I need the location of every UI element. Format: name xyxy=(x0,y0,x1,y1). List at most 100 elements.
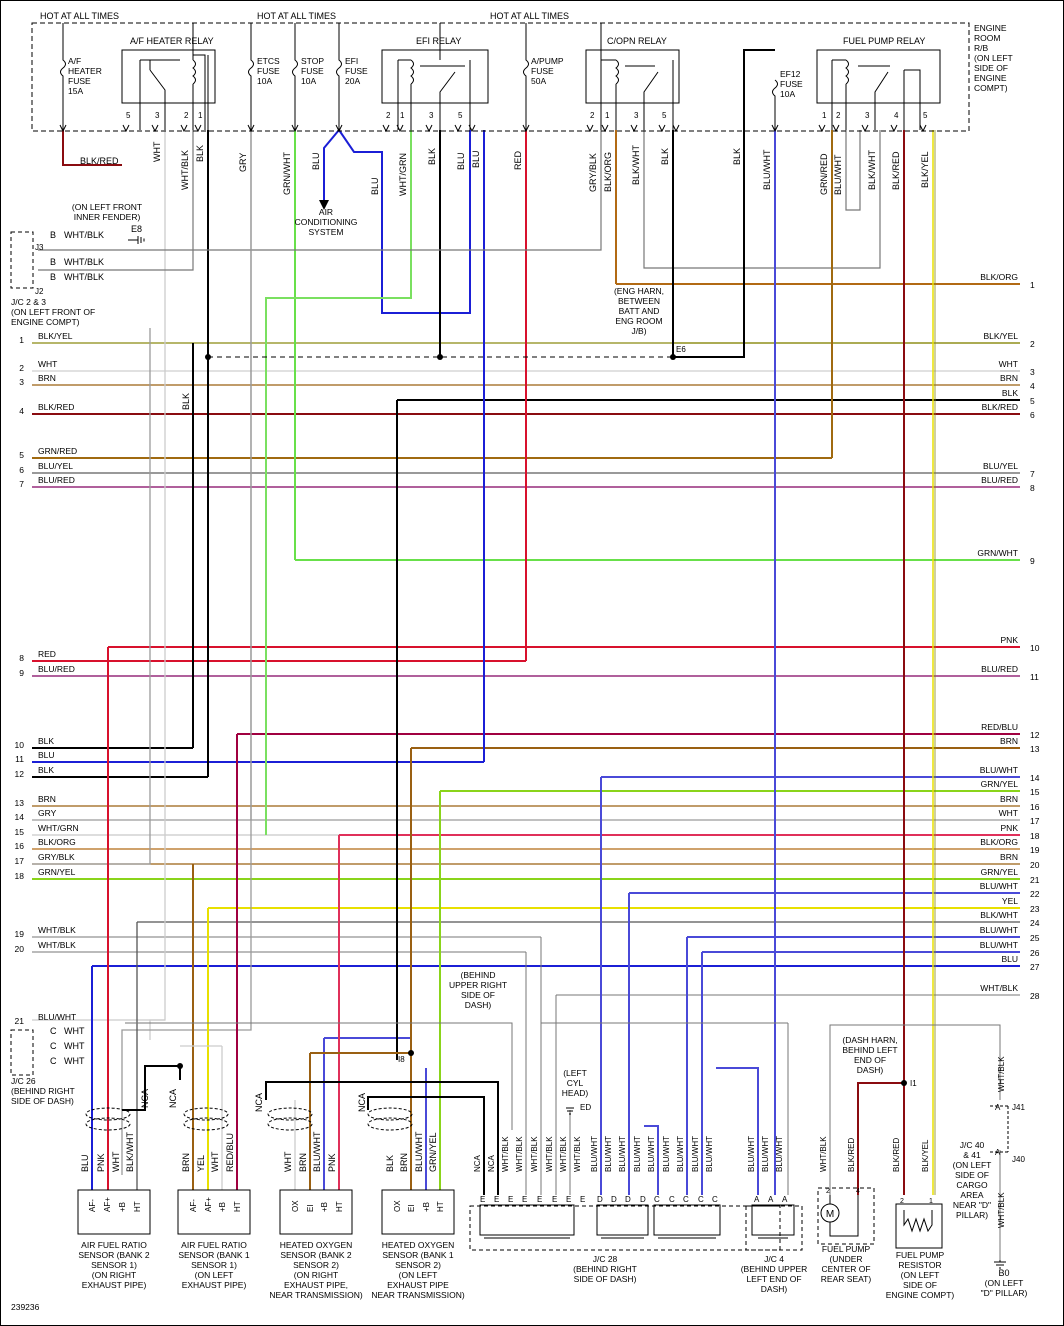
sensor4-wire-3: GRN/YEL xyxy=(428,1132,438,1172)
nca-label-3: NCA xyxy=(254,1093,264,1112)
sensor2-pin-2: +B xyxy=(218,1202,227,1212)
sensor4-label-3: (ON LEFT xyxy=(399,1270,438,1280)
jc40-label-7: PILLAR) xyxy=(956,1210,988,1220)
jc28-wire-14: BLU/WHT xyxy=(676,1136,685,1172)
sensor4-box xyxy=(381,1189,455,1235)
jc4-group xyxy=(751,1204,795,1236)
right-row-num-22: 23 xyxy=(1030,904,1040,914)
sensor1-pin-1: AF+ xyxy=(103,1197,112,1212)
right-row-wire-4: BLK xyxy=(1002,388,1018,398)
top-wire-11: BLU xyxy=(471,150,481,168)
fp-label-1: (UNDER xyxy=(829,1254,862,1264)
left-row-wire-2: BRN xyxy=(38,373,56,383)
wire-gry-left-1 xyxy=(32,328,151,865)
left-row-wire-17: GRN/YEL xyxy=(38,867,76,877)
right-row-num-24: 25 xyxy=(1030,933,1040,943)
left-row-num-17: 18 xyxy=(15,871,25,881)
left-row-num-12: 13 xyxy=(15,798,25,808)
right-row-num-17: 18 xyxy=(1030,831,1040,841)
wire-nca-shield-3 xyxy=(367,1096,485,1195)
sensor3-wire-1: BRN xyxy=(298,1153,308,1172)
jc23-label-0: J/C 2 & 3 xyxy=(11,297,46,307)
jc40-conn-0: J41 xyxy=(1012,1103,1025,1112)
right-row-num-19: 20 xyxy=(1030,860,1040,870)
sensor2-label-0: AIR FUEL RATIO xyxy=(181,1240,247,1250)
jc4-label-3: DASH) xyxy=(761,1284,788,1294)
jc28-group-e xyxy=(479,1204,575,1236)
left-row-wire-8: BLU/RED xyxy=(38,664,75,674)
sensor3-label-5: NEAR TRANSMISSION) xyxy=(269,1290,363,1300)
jc40-wire-0: WHT/BLK xyxy=(997,1056,1006,1092)
right-row-num-21: 22 xyxy=(1030,889,1040,899)
fuse-af-heater-0: A/F xyxy=(68,56,81,66)
e6-label: E6 xyxy=(676,345,686,354)
jc28-pin-9: D xyxy=(611,1195,617,1204)
i8-label: I8 xyxy=(398,1055,405,1064)
right-row-wire-27: WHT/BLK xyxy=(980,983,1018,993)
left-row-wire-3: BLK/RED xyxy=(38,402,74,412)
fp-wire-0: WHT/BLK xyxy=(819,1136,828,1172)
connector-pin-marks xyxy=(59,124,927,133)
af-relay-switch xyxy=(139,59,180,130)
behind-upper-right-3: DASH) xyxy=(465,1000,492,1010)
right-row-num-3: 4 xyxy=(1030,381,1035,391)
left-row-wire-15: BLK/ORG xyxy=(38,837,76,847)
hot-line-2 xyxy=(250,23,441,60)
left-row-num-18: 19 xyxy=(15,929,25,939)
top-wire-18: BLU/WHT xyxy=(762,149,772,190)
wire-bluwht-fp xyxy=(845,130,861,211)
left-fender-1: INNER FENDER) xyxy=(74,212,141,222)
jc26-wire-0: WHT xyxy=(64,1026,85,1036)
sensor3-label-1: SENSOR (BANK 2 xyxy=(280,1250,352,1260)
jc28-label-1: (BEHIND RIGHT xyxy=(573,1264,637,1274)
left-row-wire-5: BLU/YEL xyxy=(38,461,73,471)
sensor3-wire-0: WHT xyxy=(283,1151,293,1172)
rb-pin-mark-22 xyxy=(861,124,869,133)
left-cyl-head-0: (LEFT xyxy=(563,1068,587,1078)
shield-oval-s1 xyxy=(85,1107,131,1121)
engine-room-rb-4: SIDE OF xyxy=(974,63,1008,73)
relay-pin-16: 5 xyxy=(923,111,928,120)
rb-pin-mark-2 xyxy=(151,124,159,133)
jc28-wire-1: NCA xyxy=(487,1154,496,1172)
jc28-pin-2: E xyxy=(508,1195,513,1204)
jc40-label-0: J/C 40 xyxy=(960,1140,985,1150)
relay-pin-5: 1 xyxy=(400,111,405,120)
right-row-wire-9: PNK xyxy=(1001,635,1019,645)
fuse-apump-1: FUSE xyxy=(531,66,554,76)
jc28-pin-3: E xyxy=(522,1195,527,1204)
rb-pin-mark-15 xyxy=(601,124,609,133)
sensor1-wire-2: WHT xyxy=(111,1151,121,1172)
fuse-efi-1: FUSE xyxy=(345,66,368,76)
sensor4-pin-0: OX xyxy=(393,1200,402,1212)
top-wire-5: GRN/WHT xyxy=(282,152,292,195)
jc26-pin-2: C xyxy=(50,1056,57,1066)
fuse-af-heater-symbol xyxy=(60,50,66,130)
jc28-wire-5: WHT/BLK xyxy=(545,1136,554,1172)
splice-dot-e6 xyxy=(670,354,676,360)
right-row-wire-26: BLU xyxy=(1001,954,1018,964)
jc23-label-2: ENGINE COMPT) xyxy=(11,317,80,327)
fpr-pin-0: 2 xyxy=(900,1198,904,1205)
wire-whtgrn-efi xyxy=(265,130,412,835)
sensor1-wire-3: BLK/WHT xyxy=(125,1131,135,1172)
right-row-num-15: 16 xyxy=(1030,802,1040,812)
relay-pin-15: 4 xyxy=(894,111,899,120)
top-wire-20: BLU/WHT xyxy=(833,154,843,195)
sensor3-pin-1: EI xyxy=(306,1204,315,1212)
rb-pin-mark-6 xyxy=(291,124,299,133)
left-row-wire-10: BLU xyxy=(38,750,55,760)
sensor2-pin-1: AF+ xyxy=(204,1197,213,1212)
ac-system-2: SYSTEM xyxy=(309,227,344,237)
splice-dot-i8 xyxy=(408,1050,414,1056)
jc40-label-5: AREA xyxy=(960,1190,983,1200)
shield-ovals xyxy=(85,1107,413,1131)
jc23-wire-2: WHT/BLK xyxy=(64,272,104,282)
relay-pin-3: 1 xyxy=(198,111,203,120)
rb-pin-mark-12 xyxy=(468,124,476,133)
sensor3-label-0: HEATED OXYGEN xyxy=(280,1240,353,1250)
diagram-id: 239236 xyxy=(11,1302,40,1312)
jc4-label-2: LEFT END OF xyxy=(746,1274,801,1284)
